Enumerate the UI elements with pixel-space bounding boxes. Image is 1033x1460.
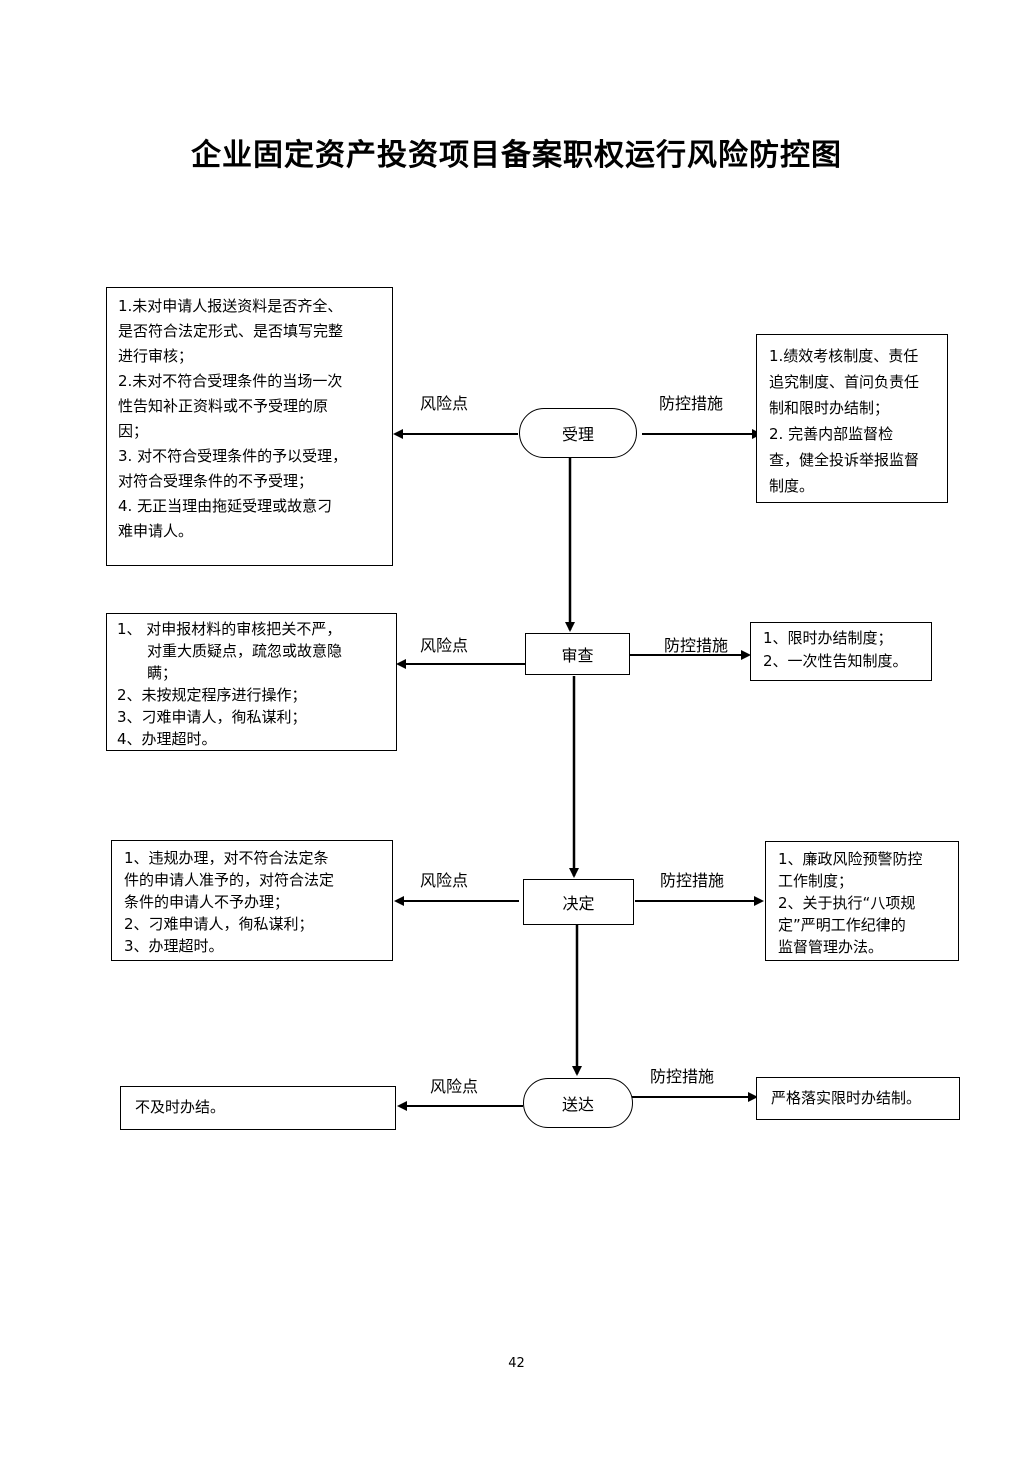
- control-line: 2、一次性告知制度。: [763, 652, 908, 670]
- control-line: 制和限时办结制；: [769, 399, 890, 417]
- risk-line: 是否符合法定形式、是否填写完整: [118, 322, 344, 340]
- accept-risk-box: 1.未对申请人报送资料是否齐全、 是否符合法定形式、是否填写完整 进行审核； 2…: [106, 287, 393, 566]
- risk-line: 不及时办结。: [135, 1098, 226, 1116]
- control-label: 防控措施: [664, 636, 729, 655]
- risk-line: 3、刁难申请人，徇私谋利；: [117, 708, 307, 726]
- risk-line: 4. 无正当理由拖延受理或故意刁: [118, 497, 333, 515]
- control-line: 监督管理办法。: [778, 938, 884, 956]
- control-label: 防控措施: [660, 871, 725, 890]
- control-line: 追究制度、首问负责任: [769, 373, 920, 391]
- risk-line: 因；: [118, 422, 149, 440]
- decide-risk-box: 1、违规办理，对不符合法定条 件的申请人准予的，对符合法定 条件的申请人不予办理…: [111, 840, 393, 961]
- risk-label: 风险点: [420, 871, 469, 890]
- page-title: 企业固定资产投资项目备案职权运行风险防控图: [191, 138, 842, 173]
- risk-line: 难申请人。: [118, 522, 194, 540]
- risk-line: 性告知补正资料或不予受理的原: [118, 397, 329, 415]
- page-number: 42: [508, 1356, 525, 1371]
- risk-line: 件的申请人准予的，对符合法定: [124, 871, 335, 889]
- risk-line: 2、刁难申请人，徇私谋利；: [124, 915, 314, 933]
- control-line: 1.绩效考核制度、责任: [769, 347, 919, 365]
- risk-line: 对重大质疑点，疏忽或故意隐: [147, 642, 343, 660]
- risk-line: 3、办理超时。: [124, 937, 224, 955]
- control-line: 2. 完善内部监督检: [769, 425, 894, 443]
- decide-control-box: 1、廉政风险预警防控 工作制度； 2、关于执行“八项规 定”严明工作纪律的 监督…: [765, 841, 959, 961]
- control-line: 定”严明工作纪律的: [778, 916, 906, 934]
- deliver-control-box: 严格落实限时办结制。: [756, 1077, 960, 1120]
- control-line: 2、关于执行“八项规: [778, 894, 916, 912]
- risk-line: 对符合受理条件的不予受理；: [118, 472, 314, 490]
- control-line: 严格落实限时办结制。: [771, 1089, 922, 1107]
- step-node-accept: 受理: [519, 408, 637, 458]
- risk-line: 瞒；: [147, 664, 178, 682]
- risk-line: 1、违规办理，对不符合法定条: [124, 849, 329, 867]
- control-line: 工作制度；: [778, 872, 854, 890]
- step-node-review: 审查: [525, 633, 630, 675]
- risk-line: 条件的申请人不予办理；: [124, 893, 290, 911]
- risk-line: 2、未按规定程序进行操作；: [117, 686, 307, 704]
- control-line: 1、廉政风险预警防控: [778, 850, 923, 868]
- risk-line: 4、办理超时。: [117, 730, 217, 748]
- control-line: 1、限时办结制度；: [763, 629, 893, 647]
- review-risk-box: 1、 对申报材料的审核把关不严， 对重大质疑点，疏忽或故意隐 瞒； 2、未按规定…: [106, 613, 397, 751]
- risk-label: 风险点: [420, 636, 469, 655]
- review-control-box: 1、限时办结制度； 2、一次性告知制度。: [750, 622, 932, 681]
- control-line: 查，健全投诉举报监督: [769, 451, 920, 469]
- control-label: 防控措施: [659, 394, 724, 413]
- accept-control-box: 1.绩效考核制度、责任 追究制度、首问负责任 制和限时办结制； 2. 完善内部监…: [756, 334, 948, 503]
- risk-line: 1.未对申请人报送资料是否齐全、: [118, 297, 343, 315]
- risk-line: 2.未对不符合受理条件的当场一次: [118, 372, 343, 390]
- risk-label: 风险点: [430, 1077, 479, 1096]
- step-node-decide: 决定: [523, 879, 634, 925]
- control-line: 制度。: [769, 477, 815, 495]
- step-node-deliver: 送达: [523, 1078, 633, 1128]
- control-label: 防控措施: [650, 1067, 715, 1086]
- risk-line: 进行审核；: [118, 347, 194, 365]
- risk-label: 风险点: [420, 394, 469, 413]
- deliver-risk-box: 不及时办结。: [120, 1086, 396, 1130]
- risk-line: 1、 对申报材料的审核把关不严，: [117, 620, 342, 638]
- risk-line: 3. 对不符合受理条件的予以受理，: [118, 447, 348, 465]
